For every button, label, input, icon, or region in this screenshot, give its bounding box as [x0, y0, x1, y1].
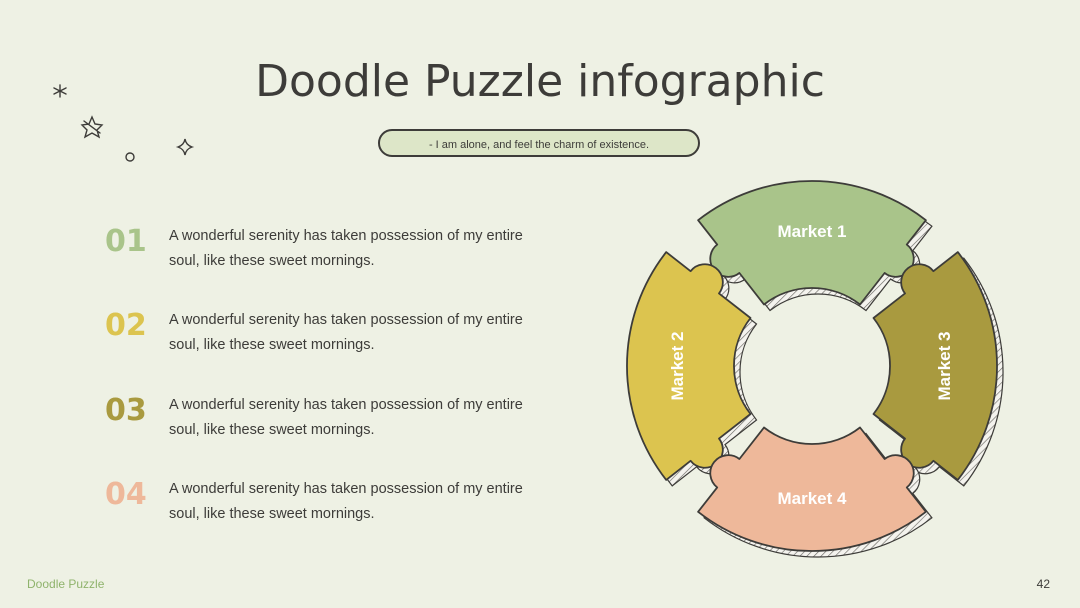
- item-text: A wonderful serenity has taken possessio…: [169, 312, 523, 353]
- page-title: Doodle Puzzle infographic: [255, 56, 825, 107]
- circle-icon: [125, 152, 135, 162]
- list-item: 03 A wonderful serenity has taken posses…: [105, 391, 545, 451]
- item-number: 01: [105, 224, 147, 259]
- puzzle-piece-3: [872, 251, 998, 481]
- item-text: A wonderful serenity has taken possessio…: [169, 481, 523, 522]
- puzzle-piece-2: [626, 251, 752, 481]
- star-icon: [80, 115, 104, 139]
- puzzle-ring-diagram: Market 1 Market 2 Market 3 Market 4: [626, 180, 1004, 558]
- footer-brand: Doodle Puzzle: [27, 577, 105, 591]
- puzzle-label-3: Market 3: [935, 332, 954, 401]
- page-number: 42: [1036, 577, 1050, 591]
- item-number: 03: [105, 393, 147, 428]
- puzzle-label-4: Market 4: [778, 489, 848, 508]
- list-item: 02 A wonderful serenity has taken posses…: [105, 306, 545, 366]
- item-number: 04: [105, 477, 147, 512]
- puzzle-piece-4: [697, 426, 927, 552]
- subtitle-pill: - I am alone, and feel the charm of exis…: [378, 129, 700, 157]
- item-number: 02: [105, 308, 147, 343]
- puzzle-label-1: Market 1: [778, 222, 847, 241]
- item-text: A wonderful serenity has taken possessio…: [169, 228, 523, 269]
- sparkle-icon: [175, 138, 195, 156]
- list-item: 04 A wonderful serenity has taken posses…: [105, 475, 545, 535]
- item-text: A wonderful serenity has taken possessio…: [169, 397, 523, 438]
- puzzle-piece-1: [697, 180, 927, 306]
- list-item: 01 A wonderful serenity has taken posses…: [105, 222, 545, 282]
- puzzle-label-2: Market 2: [668, 332, 687, 401]
- asterisk-icon: [53, 84, 67, 98]
- doodle-decorations: [53, 84, 195, 162]
